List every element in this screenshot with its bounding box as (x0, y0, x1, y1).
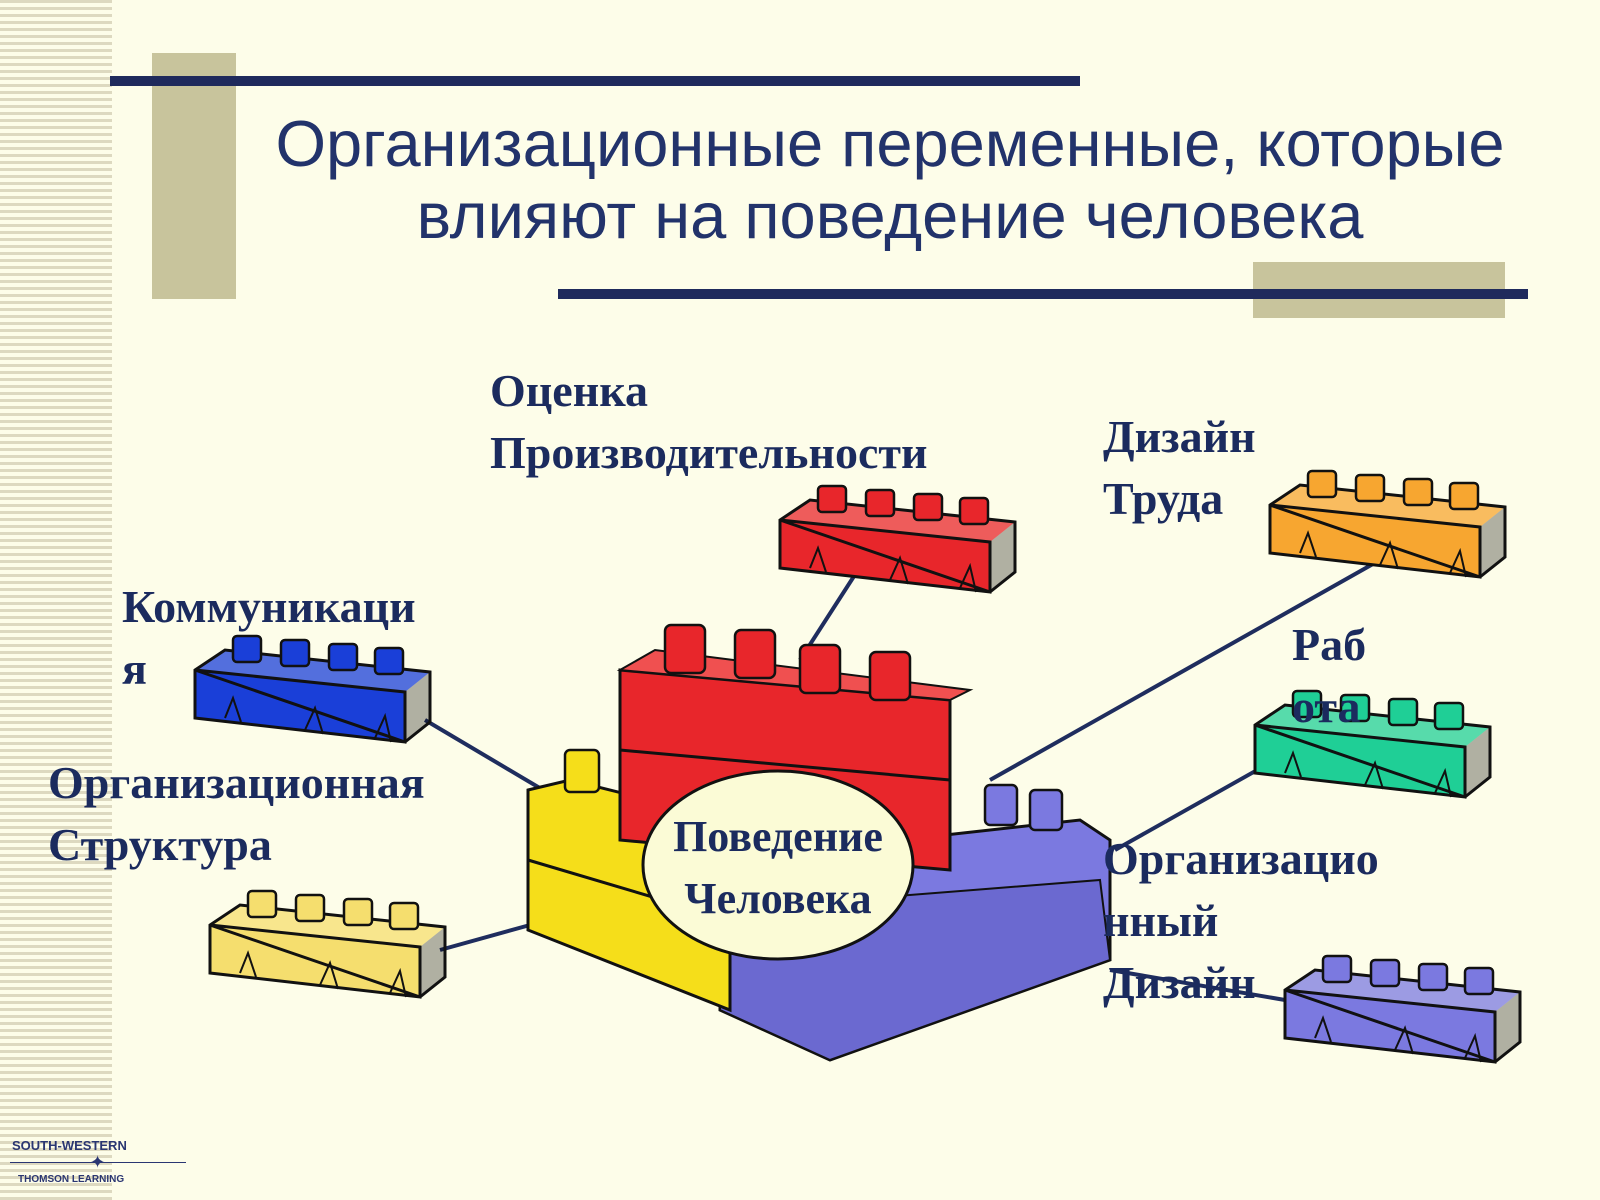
title-rule-bottom (558, 289, 1528, 299)
link-org-structure (439, 923, 531, 952)
striped-margin (0, 0, 112, 1200)
label-org-structure: Организационная Структура (48, 752, 425, 876)
center-ellipse (641, 769, 915, 961)
brick-work (1253, 689, 1492, 799)
brick-performance (778, 484, 1017, 594)
publisher-logo: SOUTH-WESTERN ✦ THOMSON LEARNING (10, 1138, 186, 1190)
title-deco-block-left (152, 53, 236, 299)
title-rule-top (110, 76, 1080, 86)
link-work (1114, 758, 1276, 852)
label-communication: Коммуникаци я (122, 576, 416, 700)
label-org-design-line3: Дизайн (1103, 957, 1256, 1008)
title-line-1: Организационные переменные, которые (275, 107, 1505, 180)
label-work: Раб ота (1292, 614, 1366, 738)
label-performance-line2: Производительности (490, 427, 928, 478)
label-performance-line1: Оценка (490, 365, 649, 416)
label-job-design-line2: Труда (1103, 473, 1224, 524)
link-job-design (989, 558, 1381, 782)
label-org-design: Организацио нный Дизайн (1103, 828, 1379, 1014)
star-icon: ✦ (90, 1152, 106, 1172)
label-org-structure-line1: Организационная (48, 757, 425, 808)
label-work-line1: Раб (1292, 619, 1367, 670)
logo-line1: SOUTH-WESTERN (12, 1138, 127, 1153)
brick-org-structure (208, 889, 447, 999)
slide-title: Организационные переменные, которые влия… (200, 108, 1580, 252)
title-line-2: влияют на поведение человека (416, 179, 1364, 252)
label-job-design: Дизайн Труда (1103, 406, 1256, 530)
label-job-design-line1: Дизайн (1103, 411, 1256, 462)
label-org-design-line2: нный (1103, 895, 1219, 946)
brick-job-design (1268, 469, 1507, 579)
logo-line2: THOMSON LEARNING (18, 1174, 125, 1185)
label-communication-line1: Коммуникаци (122, 581, 416, 632)
label-performance: Оценка Производительности (490, 360, 928, 484)
center-label: Поведение Человека (648, 806, 908, 930)
center-label-line1: Поведение (673, 812, 883, 861)
link-org-design (1109, 968, 1286, 1002)
center-label-line2: Человека (684, 874, 872, 923)
logo-rule (10, 1162, 186, 1163)
label-work-line2: ота (1292, 681, 1361, 732)
label-org-structure-line2: Структура (48, 819, 272, 870)
label-org-design-line1: Организацио (1103, 833, 1379, 884)
label-communication-line2: я (122, 643, 147, 694)
